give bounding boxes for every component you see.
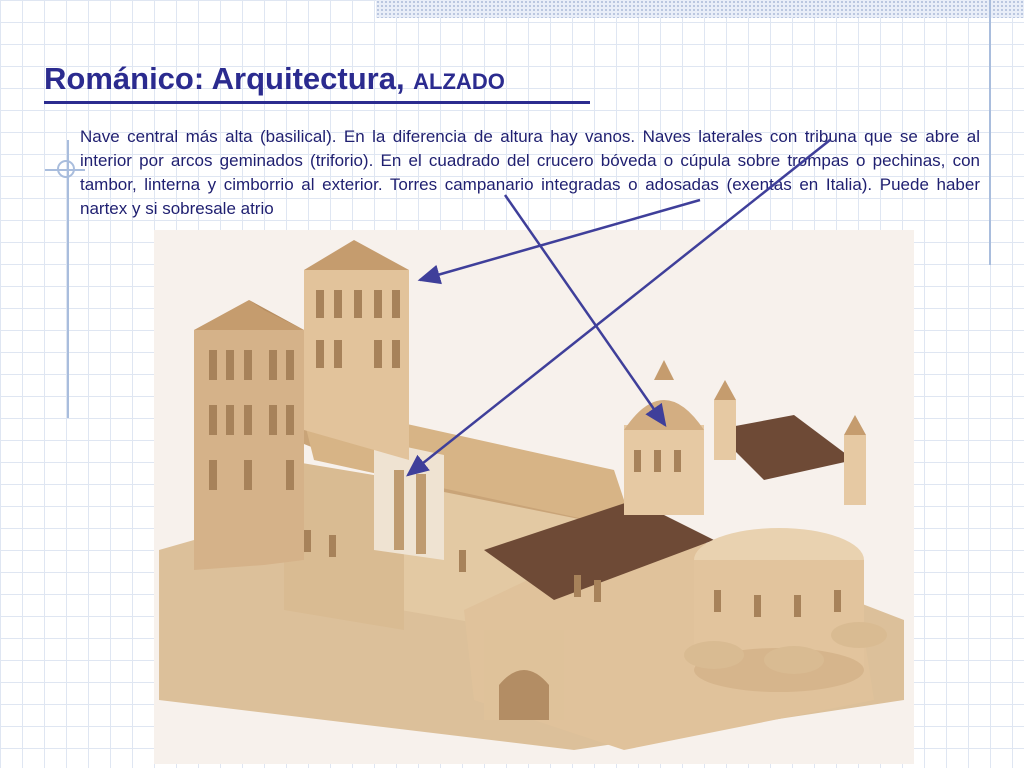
decorative-dotted-band: [376, 0, 1024, 18]
decorative-vertical-line-right: [989, 0, 991, 265]
slide-body-text: Nave central más alta (basilical). En la…: [80, 127, 980, 218]
cathedral-illustration: [154, 230, 914, 764]
slide-title: Románico: Arquitectura, ALZADO: [44, 60, 505, 101]
slide-title-main: Románico: Arquitectura,: [44, 61, 414, 96]
decorative-vertical-line-left: [67, 140, 69, 418]
slide-title-suffix: ALZADO: [413, 69, 505, 94]
decorative-circle-mark: [57, 160, 75, 178]
title-underline: [44, 101, 590, 104]
